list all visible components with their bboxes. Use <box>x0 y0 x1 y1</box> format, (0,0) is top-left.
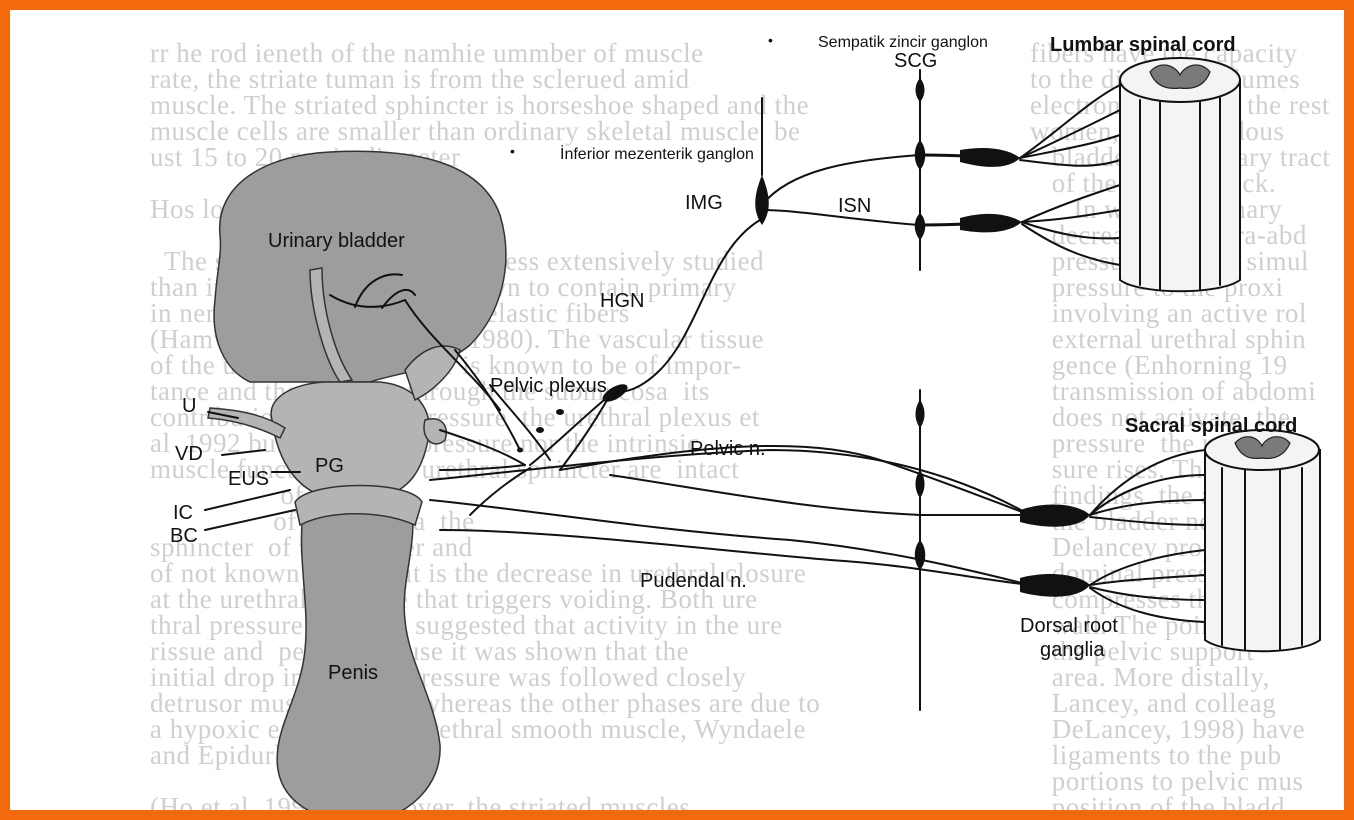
label-lumbar-spinal-cord: Lumbar spinal cord <box>1050 34 1236 57</box>
label-inferior-mesenteric-ganglion: İnferior mezenterik ganglon <box>560 146 754 164</box>
urinary-bladder <box>214 151 506 382</box>
penis <box>277 500 440 820</box>
sacral-rootlets <box>1090 450 1205 622</box>
label-img: IMG <box>685 192 723 215</box>
label-isn: ISN <box>838 195 871 218</box>
label-dorsal-root-ganglia-line1: Dorsal root <box>1020 615 1118 638</box>
label-pudendal-n: Pudendal n. <box>640 570 747 593</box>
label-bc: BC <box>170 525 198 548</box>
label-u: U <box>182 395 196 418</box>
label-penis: Penis <box>328 662 378 685</box>
label-hgn: HGN <box>600 290 644 313</box>
dorsal-root-ganglion-2 <box>1020 574 1090 597</box>
label-pelvic-plexus: Pelvic plexus <box>490 375 607 398</box>
label-pelvic-n: Pelvic n. <box>690 438 766 461</box>
label-urinary-bladder: Urinary bladder <box>268 230 405 253</box>
label-vd: VD <box>175 443 203 466</box>
label-dorsal-root-ganglia-line2: ganglia <box>1040 639 1105 662</box>
label-scg: SCG <box>894 50 937 73</box>
label-sacral-spinal-cord: Sacral spinal cord <box>1125 415 1297 438</box>
bullet-marker-1: • <box>768 32 773 48</box>
prostate-gland <box>271 382 429 498</box>
sacral-spinal-cord-shape <box>1205 430 1320 651</box>
dorsal-root-ganglion-1 <box>1020 505 1090 527</box>
lumbar-rootlets <box>1020 85 1120 265</box>
label-eus: EUS <box>228 468 269 491</box>
lumbar-spinal-cord-shape <box>1120 58 1240 291</box>
label-ic: IC <box>173 502 193 525</box>
bullet-marker-2: • <box>510 143 515 159</box>
label-pg: PG <box>315 455 344 478</box>
